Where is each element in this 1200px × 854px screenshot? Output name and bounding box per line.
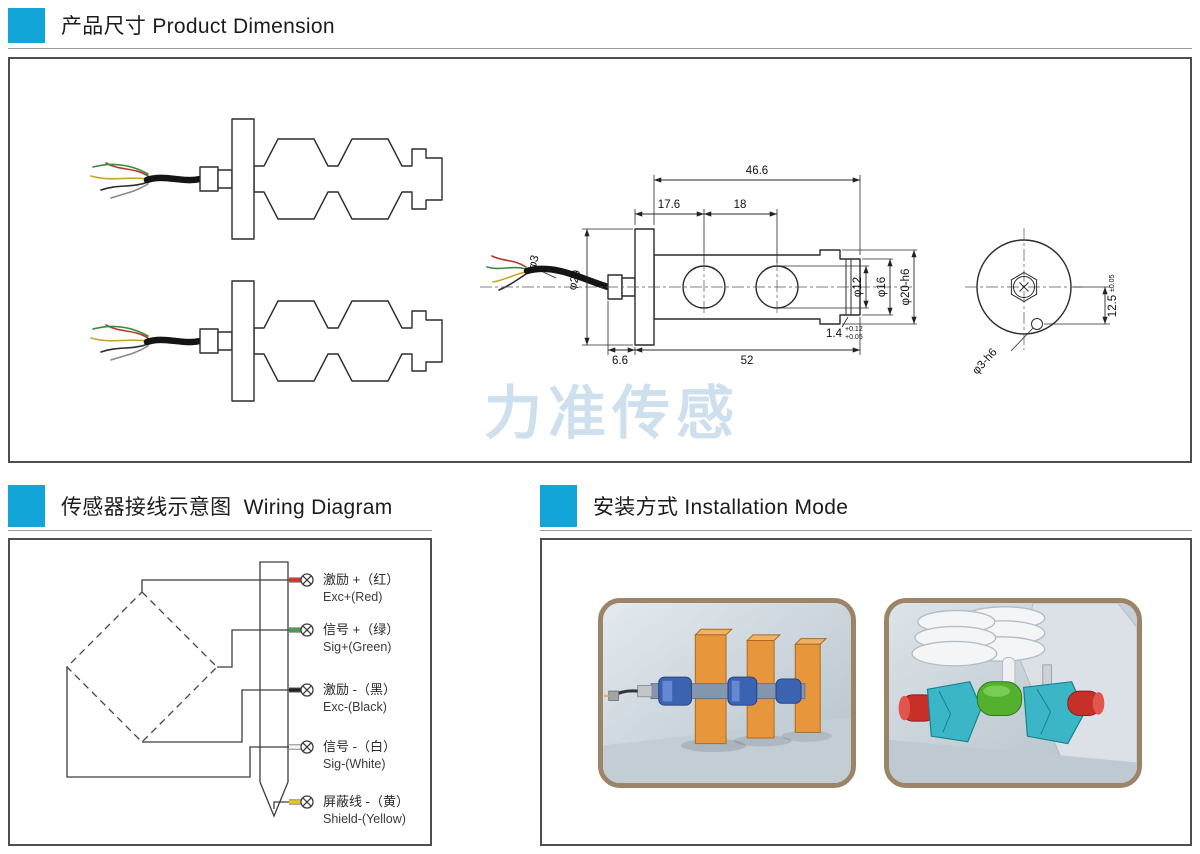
terminal-label-cn: 信号 +（绿）: [323, 622, 399, 637]
header-divider-installation: [540, 530, 1192, 531]
section-title-dimension: 产品尺寸 Product Dimension: [61, 15, 335, 38]
terminal-label-cn: 激励 -（黑）: [323, 682, 396, 697]
wiring-diagram-panel: 激励 +（红） Exc+(Red) 信号 +（绿） Sig+(Green) 激励…: [8, 538, 432, 846]
coil-springs: [911, 606, 1046, 667]
installation-panel: [540, 538, 1192, 846]
watermark: 力准传感: [484, 381, 740, 446]
sensor-side-view-2: [91, 281, 442, 401]
dim-groove-tol-up: +0.12: [845, 326, 863, 333]
terminal-label-en: Sig-(White): [323, 757, 386, 771]
dim-bottom-offset: 6.6: [612, 355, 628, 367]
dim-overall-bottom: 52: [741, 355, 754, 367]
dim-seg2: 18: [734, 199, 747, 211]
section-header-wiring: 传感器接线示意图 Wiring Diagram: [8, 484, 393, 528]
hex-nut: [1010, 271, 1038, 303]
header-divider-wiring: [8, 530, 432, 531]
wiring-terminal-sig-minus: 信号 -（白） Sig-(White): [289, 739, 396, 771]
section-header-installation: 安装方式 Installation Mode: [540, 484, 848, 528]
cable-sheath: [259, 561, 289, 818]
dim-cable-dia: φ3: [527, 254, 542, 270]
section-title-installation: 安装方式 Installation Mode: [593, 496, 849, 519]
installation-image-2: [884, 598, 1142, 788]
mounting-render-spring: [889, 603, 1137, 783]
header-divider-top: [8, 48, 1192, 49]
wiring-terminal-shield: 屏蔽线 -（黄） Shield-(Yellow): [289, 794, 409, 826]
dim-body-dia: φ20-h6: [900, 269, 912, 306]
section-title-wiring: 传感器接线示意图 Wiring Diagram: [61, 496, 393, 519]
dim-groove: 1.4: [826, 328, 843, 340]
dim-pin-offset: 12.5: [1107, 295, 1119, 317]
teal-clamp-left: [926, 681, 982, 743]
terminal-label-cn: 信号 -（白）: [323, 739, 396, 754]
terminal-label-cn: 激励 +（红）: [323, 572, 399, 587]
dim-pin-offset-tol: ±0.05: [1109, 274, 1116, 292]
product-dimension-panel: 力准传感 46.6: [8, 57, 1192, 463]
dim-cap-dia: φ16: [876, 277, 888, 297]
section-accent-square: [8, 485, 45, 527]
clamp-bolt: [1042, 664, 1052, 686]
installation-image-1: [598, 598, 856, 788]
section-header-dimension: 产品尺寸 Product Dimension: [8, 6, 335, 44]
wiring-terminal-exc-plus: 激励 +（红） Exc+(Red): [289, 572, 399, 604]
wiring-terminal-exc-minus: 激励 -（黑） Exc-(Black): [289, 682, 396, 714]
dim-flange-dia: φ29: [567, 269, 584, 292]
sensor-side-view-1: [91, 119, 442, 239]
dim-seg1: 17.6: [658, 199, 680, 211]
dim-pin-dia: φ3-h6: [970, 346, 999, 377]
section-accent-square: [8, 7, 45, 43]
dim-groove-tol-low: +0.05: [845, 334, 863, 341]
terminal-label-en: Sig+(Green): [323, 640, 391, 654]
blue-sensor-drums: [658, 676, 802, 706]
terminal-label-en: Exc-(Black): [323, 700, 387, 714]
dim-hole-dia: φ12: [852, 277, 864, 297]
cable-connector: [608, 690, 619, 701]
product-dimension-drawing: 力准传感 46.6: [10, 59, 1119, 446]
metal-fitting: [637, 685, 653, 698]
dim-overall-top: 46.6: [746, 165, 768, 177]
dimensioned-side-view: 46.6 17.6 18 φ3 φ29 6.6: [480, 165, 917, 367]
terminal-label-en: Shield-(Yellow): [323, 812, 406, 826]
terminal-label-en: Exc+(Red): [323, 590, 382, 604]
wiring-diagram-graphic: 激励 +（红） Exc+(Red) 信号 +（绿） Sig+(Green) 激励…: [66, 561, 409, 826]
terminal-label-cn: 屏蔽线 -（黄）: [323, 794, 409, 809]
end-view: φ3-h6 12.5 ±0.05: [965, 228, 1119, 377]
wiring-terminal-sig-plus: 信号 +（绿） Sig+(Green): [289, 622, 399, 654]
cable: [523, 265, 612, 291]
mounting-render-horizontal: [603, 603, 851, 783]
section-accent-square: [540, 485, 577, 527]
locating-pin-hole: [1031, 318, 1043, 330]
bridge-circuit: [66, 591, 218, 743]
